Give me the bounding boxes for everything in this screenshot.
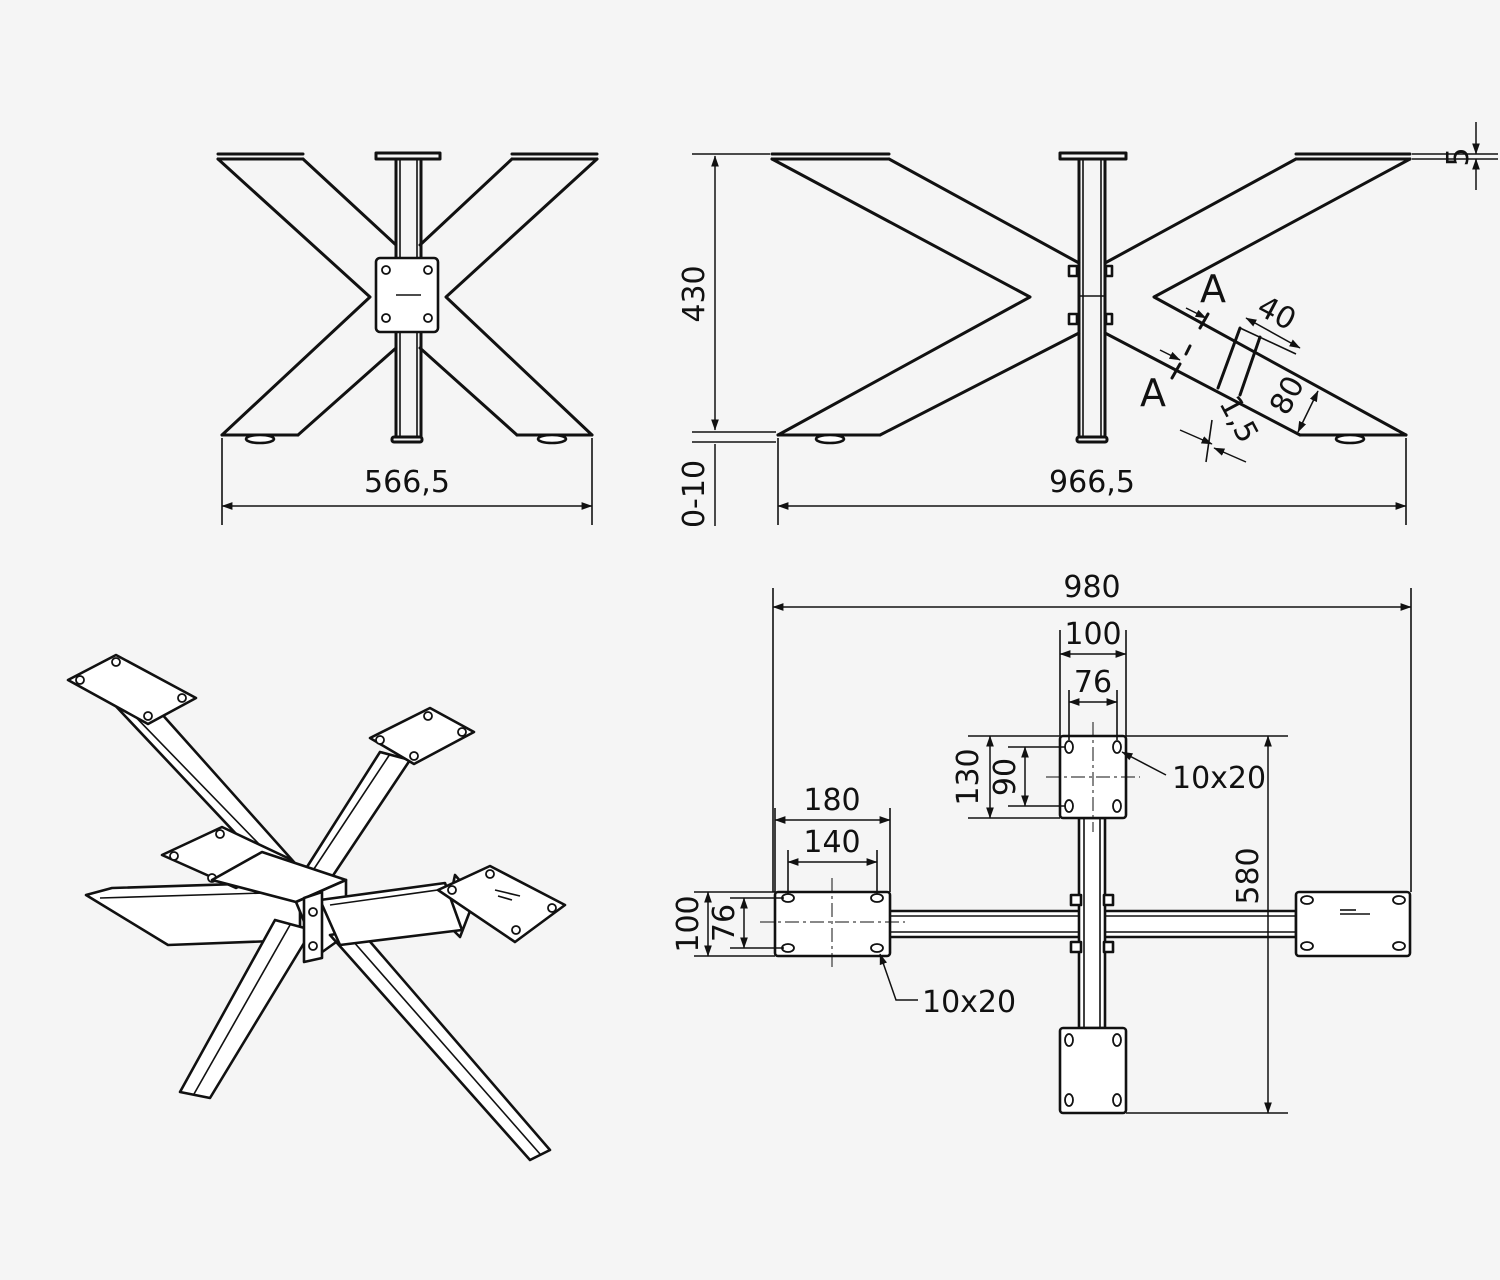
overall-length-label: 980 (1063, 570, 1120, 605)
iso-right-arm (318, 864, 567, 947)
front-view-legs (216, 152, 599, 437)
side-plate-length-label: 180 (803, 783, 860, 818)
side-length-label: 966,5 (1049, 465, 1135, 500)
slot-callout-upper: 10x20 (1121, 751, 1266, 796)
plate-depth-label: 130 (951, 748, 986, 805)
side-height-label: 430 (677, 265, 712, 322)
section-a-marker: A A (1140, 267, 1226, 415)
slot-callout-lower: 10x20 (879, 953, 1016, 1020)
front-view-feet (244, 433, 568, 445)
overall-length-dimension: 980 (772, 570, 1412, 892)
plate-thickness-label: 5 (1441, 147, 1476, 166)
side-plate-length-dimension: 180 140 (774, 783, 891, 894)
front-view: 566,5 (216, 151, 599, 525)
hole-spacing-d-label: 90 (988, 758, 1023, 796)
side-plate-width-label: 100 (671, 895, 706, 952)
side-length-dimension: 966,5 (777, 438, 1407, 525)
section-a-label-top: A (1200, 267, 1226, 311)
front-width-dimension: 566,5 (221, 438, 593, 525)
side-adjust-label: 0-10 (677, 460, 712, 528)
side-slot-label: 10x20 (922, 985, 1016, 1020)
overall-width-dimension: 580 (1126, 735, 1288, 1114)
side-hole-spacing-label: 140 (803, 825, 860, 860)
side-view-legs (770, 152, 1412, 437)
top-plate-upper (1046, 722, 1140, 832)
top-view: 980 100 76 130 90 10x20 (671, 570, 1412, 1115)
plate-thickness-dimension: 5 (1412, 122, 1498, 190)
side-height-dimension: 430 0-10 (677, 153, 776, 528)
front-view-center-post (374, 151, 442, 444)
side-view-center-post (1058, 151, 1128, 444)
side-view-feet (814, 433, 1366, 445)
top-plate-lower (1058, 1026, 1128, 1115)
side-plate-width-dimension: 100 76 (671, 891, 784, 957)
iso-front-right-leg (328, 928, 552, 1162)
side-hole-width-label: 76 (707, 904, 742, 942)
profile-depth-label: 40 (1251, 289, 1301, 338)
hole-spacing-w-dimension: 76 (1068, 665, 1118, 740)
top-view-beams (886, 816, 1298, 1030)
plate-depth-dimension: 130 90 (951, 735, 1065, 819)
front-width-label: 566,5 (364, 465, 450, 500)
slot-label: 10x20 (1172, 761, 1266, 796)
section-a-label-bottom: A (1140, 371, 1166, 415)
plate-width-label: 100 (1064, 617, 1121, 652)
overall-width-label: 580 (1231, 847, 1266, 904)
wall-thickness-label: 1,5 (1212, 390, 1265, 449)
iso-mount-bracket (302, 890, 324, 964)
hole-spacing-w-label: 76 (1074, 665, 1112, 700)
iso-front-left-leg (178, 918, 314, 1100)
side-view: 430 0-10 966,5 5 A A (677, 122, 1498, 528)
top-plate-right (1294, 890, 1412, 958)
top-plate-left (760, 878, 905, 968)
plate-width-dimension: 100 (1059, 617, 1127, 736)
isometric-view (66, 653, 567, 1162)
